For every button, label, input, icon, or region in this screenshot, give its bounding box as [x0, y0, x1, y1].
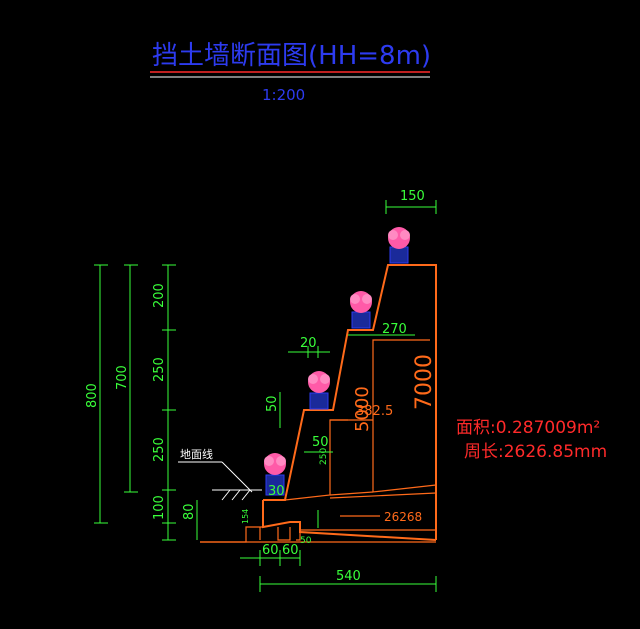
dim-250-upper: 250 [152, 357, 167, 382]
planter-top [388, 227, 410, 264]
wall-outline [200, 264, 437, 543]
step-dimensions: 20 50 50 250 270 30 154 50 [241, 322, 415, 546]
dim-700: 700 [115, 365, 130, 390]
dim-250-small: 250 [319, 448, 329, 465]
label-3825: 382.5 [356, 404, 393, 419]
planter-bottom [264, 453, 286, 496]
dim-60-b: 60 [282, 543, 299, 558]
dim-50-horizontal: 50 [312, 435, 329, 450]
dim-50-vertical: 50 [265, 395, 280, 412]
drawing-scale: 1:200 [262, 86, 305, 104]
dim-80: 80 [182, 503, 197, 520]
top-dimension: 150 [385, 189, 437, 214]
dim-30: 30 [268, 484, 285, 499]
left-dimensions: 800 700 200 250 250 100 80 [85, 264, 198, 541]
ground-line: 地面线 [178, 447, 262, 501]
drawing-title: 挡土墙断面图(HH=8m) [152, 41, 431, 71]
label-26268: 26268 [384, 510, 422, 524]
planter-middle [308, 371, 330, 410]
dim-250-lower: 250 [152, 437, 167, 462]
ground-label: 地面线 [180, 447, 213, 461]
planter-upper [350, 291, 372, 329]
perimeter-annotation: 周长:2626.85mm [464, 442, 607, 462]
dim-150: 150 [400, 189, 425, 204]
label-5000: 5000 [352, 386, 373, 432]
dim-154: 154 [241, 509, 250, 524]
dim-540: 540 [336, 569, 361, 584]
bottom-dimensions: 60 60 540 [240, 543, 437, 592]
label-7000: 7000 [412, 354, 437, 410]
area-annotation: 面积:0.287009m² [456, 418, 600, 438]
dim-200: 200 [152, 283, 167, 308]
dim-800: 800 [85, 383, 100, 408]
dim-50-small: 50 [300, 536, 312, 546]
dim-60-a: 60 [262, 543, 279, 558]
dim-20: 20 [300, 336, 317, 351]
dim-100: 100 [152, 495, 167, 520]
dim-270: 270 [382, 322, 407, 337]
